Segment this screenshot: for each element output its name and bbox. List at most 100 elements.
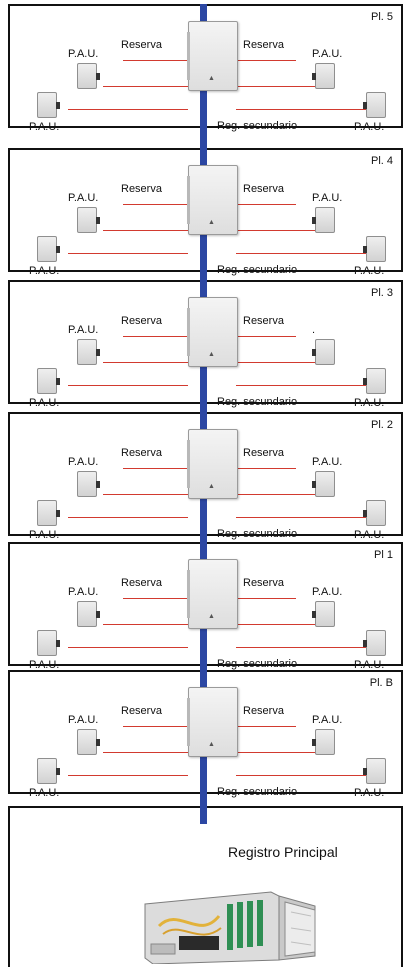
pau-device xyxy=(363,236,386,262)
pau-device xyxy=(37,758,60,784)
floor-label: Pl. B xyxy=(369,677,393,689)
pau-label-outer-right: P.A.U. xyxy=(354,397,385,409)
pau-label-inner-right: P.A.U. xyxy=(312,48,343,60)
fiber-cable xyxy=(236,336,296,337)
secondary-register-box: ▲ xyxy=(187,21,238,91)
warning-triangle-icon: ▲ xyxy=(208,75,215,82)
connector-icon xyxy=(312,481,316,488)
floor-label: Pl. 2 xyxy=(370,419,393,431)
pau-label-inner-right: P.A.U. xyxy=(312,192,343,204)
reserve-label-left: Reserva xyxy=(121,705,162,717)
pau-label-outer-right: P.A.U. xyxy=(354,659,385,671)
fiber-cable xyxy=(236,204,296,205)
secondary-register-label: Reg. secundario xyxy=(217,120,298,132)
fiber-cable xyxy=(123,60,188,61)
secondary-register-label: Reg. secundario xyxy=(217,658,298,670)
vertical-riser xyxy=(200,4,207,824)
connector-icon xyxy=(312,739,316,746)
pau-device xyxy=(363,368,386,394)
connector-icon xyxy=(96,349,100,356)
fiber-cable xyxy=(103,752,188,753)
pau-device xyxy=(312,729,335,755)
connector-icon xyxy=(56,768,60,775)
connector-icon xyxy=(363,378,367,385)
connector-icon xyxy=(363,640,367,647)
fiber-cable xyxy=(236,494,316,495)
connector-icon xyxy=(312,611,316,618)
floor-label: Pl. 5 xyxy=(370,11,393,23)
connector-icon xyxy=(56,246,60,253)
connector-icon xyxy=(96,481,100,488)
pau-label-outer-left: P.A.U. xyxy=(29,529,60,541)
main-register-section: Registro Principal xyxy=(8,806,403,967)
connector-icon xyxy=(56,640,60,647)
pau-device xyxy=(312,601,335,627)
connector-icon xyxy=(96,217,100,224)
floor-label: Pl. 3 xyxy=(370,287,393,299)
secondary-register-label: Reg. secundario xyxy=(217,528,298,540)
secondary-register-box: ▲ xyxy=(187,687,238,757)
pau-device xyxy=(363,92,386,118)
fiber-cable xyxy=(236,109,366,110)
fiber-cable xyxy=(123,598,188,599)
connector-icon xyxy=(56,510,60,517)
pau-device xyxy=(363,500,386,526)
warning-triangle-icon: ▲ xyxy=(208,219,215,226)
reserve-label-right: Reserva xyxy=(243,577,284,589)
connector-icon xyxy=(312,349,316,356)
pau-label-inner-left: P.A.U. xyxy=(68,456,99,468)
pau-label-outer-right: P.A.U. xyxy=(354,529,385,541)
pau-label-inner-right: P.A.U. xyxy=(312,586,343,598)
pau-label-outer-right: P.A.U. xyxy=(354,265,385,277)
fiber-cable xyxy=(236,647,366,648)
fiber-cable xyxy=(103,494,188,495)
fiber-cable xyxy=(236,598,296,599)
reserve-label-right: Reserva xyxy=(243,315,284,327)
pau-device xyxy=(77,729,100,755)
pau-device xyxy=(37,500,60,526)
fiber-cable xyxy=(236,86,316,87)
fiber-cable xyxy=(68,109,188,110)
secondary-register-label: Reg. secundario xyxy=(217,264,298,276)
pau-label-inner-left: P.A.U. xyxy=(68,714,99,726)
pau-label-outer-left: P.A.U. xyxy=(29,121,60,133)
pau-label-outer-left: P.A.U. xyxy=(29,659,60,671)
connector-icon xyxy=(56,102,60,109)
fiber-cable xyxy=(236,624,316,625)
pau-device xyxy=(37,368,60,394)
secondary-register-label: Reg. secundario xyxy=(217,396,298,408)
pau-label-inner-right: P.A.U. xyxy=(312,714,343,726)
pau-label-outer-left: P.A.U. xyxy=(29,787,60,799)
pau-device xyxy=(77,601,100,627)
pau-label-inner-left: P.A.U. xyxy=(68,324,99,336)
pau-device xyxy=(363,758,386,784)
connector-icon xyxy=(363,246,367,253)
connector-icon xyxy=(96,611,100,618)
fiber-cable xyxy=(68,647,188,648)
fiber-cable xyxy=(103,624,188,625)
fiber-cable xyxy=(123,726,188,727)
connector-icon xyxy=(96,73,100,80)
fiber-cable xyxy=(236,517,366,518)
secondary-register-box: ▲ xyxy=(187,559,238,629)
hinge-detail xyxy=(187,32,190,80)
reserve-label-right: Reserva xyxy=(243,39,284,51)
floor-label: Pl. 4 xyxy=(370,155,393,167)
pau-label-inner-right: . xyxy=(312,324,316,336)
main-register-title: Registro Principal xyxy=(228,844,338,860)
connector-icon xyxy=(312,217,316,224)
fiber-cable xyxy=(236,752,316,753)
fiber-cable xyxy=(236,468,296,469)
connector-icon xyxy=(363,510,367,517)
fiber-cable xyxy=(236,253,366,254)
pau-device xyxy=(77,63,100,89)
reserve-label-left: Reserva xyxy=(121,39,162,51)
pau-device xyxy=(312,471,335,497)
secondary-register-label: Reg. secundario xyxy=(217,786,298,798)
hinge-detail xyxy=(187,308,190,356)
pau-device xyxy=(312,63,335,89)
fiber-cable xyxy=(123,336,188,337)
pau-label-outer-left: P.A.U. xyxy=(29,397,60,409)
connector-icon xyxy=(96,739,100,746)
